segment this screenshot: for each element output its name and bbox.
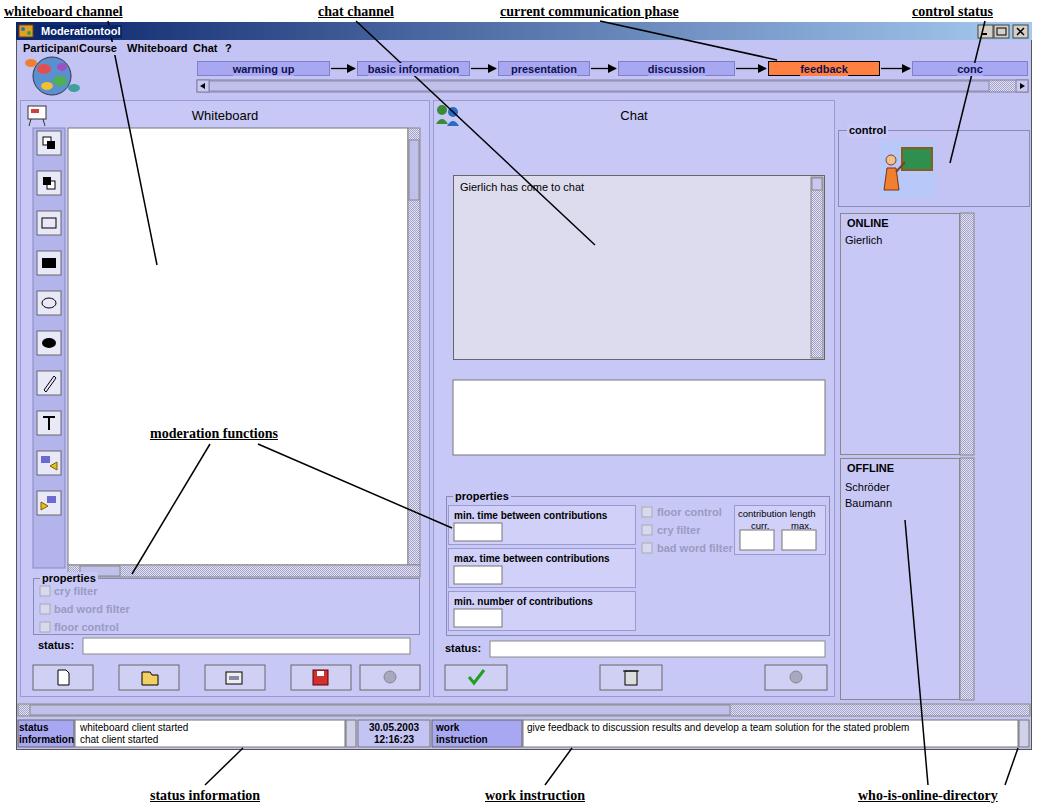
node-text: properties: [40, 572, 98, 585]
offline-list: OFFLINE SchröderBaumann: [840, 458, 960, 700]
node-text: ONLINE: [845, 217, 891, 230]
annotation-label: moderation functions: [150, 426, 278, 442]
status-text: chat client started: [80, 734, 158, 745]
app-window: warming up basic information presentation d…: [16, 22, 1032, 750]
leader-line: [545, 748, 572, 785]
node-text: bad word filter: [54, 603, 130, 616]
whiteboard-panel: propertiescry filter bad word filter floor…: [20, 100, 430, 697]
node-text: Gierlich has come to chat: [460, 181, 584, 194]
setting-box: min. time between contributions: [448, 505, 636, 545]
status-text: give feedback to discussion results and …: [527, 722, 1012, 733]
node-text: OFFLINE: [845, 462, 896, 475]
node-text: Whiteboard: [192, 109, 258, 122]
node-text: Schröder: [845, 481, 890, 494]
control-group: control: [838, 130, 1030, 207]
annotation-label: status information: [150, 788, 260, 804]
leader-line: [1005, 748, 1018, 785]
node-text: curr.: [751, 519, 769, 532]
setting-box: min. number of contributions: [448, 591, 636, 631]
phase-box: conc: [912, 61, 1028, 76]
node-text: feedback: [800, 63, 848, 76]
node-text: Baumann: [845, 497, 892, 510]
phase-box: presentation: [498, 61, 590, 76]
field-label: status:: [445, 642, 481, 655]
node-text: floor control: [54, 621, 119, 634]
status-cell-text: status information: [19, 722, 73, 746]
node-text: Chat: [620, 109, 647, 122]
phase-box: warming up: [197, 61, 330, 76]
node-text: Moderationtool: [39, 25, 122, 38]
phase-box: discussion: [618, 61, 735, 76]
status-cell-text: 30.05.2003: [359, 722, 429, 734]
phase-box: basic information: [357, 61, 470, 76]
node-text: presentation: [511, 63, 577, 76]
chat-panel: Gierlich has come to chat min. time betwe…: [433, 100, 835, 697]
node-text: warming up: [233, 63, 295, 76]
annotation-label: whiteboard channel: [4, 4, 123, 20]
node-text: Gierlich: [845, 234, 882, 247]
node-text: floor control: [657, 506, 722, 519]
menu-item: Participant: [22, 42, 81, 55]
node-text: cry filter: [54, 585, 97, 598]
node-text: contribution length: [738, 507, 816, 520]
node-text: cry filter: [657, 524, 700, 537]
status-cell-text: 12:16:23: [359, 734, 429, 746]
node-text: max. time between contributions: [454, 552, 610, 565]
node-text: control: [847, 124, 888, 137]
chat-log: Gierlich has come to chat: [453, 175, 825, 360]
field-label: status:: [38, 639, 74, 652]
node-text: properties: [453, 490, 511, 503]
active-phase-box: feedback: [768, 61, 880, 76]
annotation-label: work instruction: [485, 788, 585, 804]
properties-group: propertiescry filterbad word filterfloor…: [33, 578, 420, 635]
setting-box: max. time between contributions: [448, 548, 636, 588]
annotation-label: control status: [912, 4, 993, 20]
online-list: ONLINE Gierlich: [840, 213, 960, 455]
menu-item: Chat: [192, 42, 218, 55]
properties-group: min. time between contributions max. time…: [446, 496, 830, 636]
annotation-label: who-is-online-directory: [858, 788, 998, 804]
status-cell-text: work instruction: [436, 722, 498, 746]
menu-item: Whiteboard: [126, 42, 189, 55]
node-text: conc: [957, 63, 983, 76]
status-text: whiteboard client started: [80, 722, 188, 733]
node-text: min. time between contributions: [454, 509, 607, 522]
node-text: max.: [791, 519, 812, 532]
annotation-label: current communication phase: [500, 4, 679, 20]
node-text: discussion: [648, 63, 705, 76]
annotation-label: chat channel: [318, 4, 394, 20]
node-text: bad word filter: [657, 542, 733, 555]
node-text: min. number of contributions: [454, 595, 593, 608]
menu-item: ?: [224, 42, 233, 55]
leader-line: [205, 748, 243, 785]
setting-box: contribution lengthcurr. max.: [734, 505, 826, 555]
node-text: basic information: [368, 63, 460, 76]
menu-item: Course: [78, 42, 118, 55]
